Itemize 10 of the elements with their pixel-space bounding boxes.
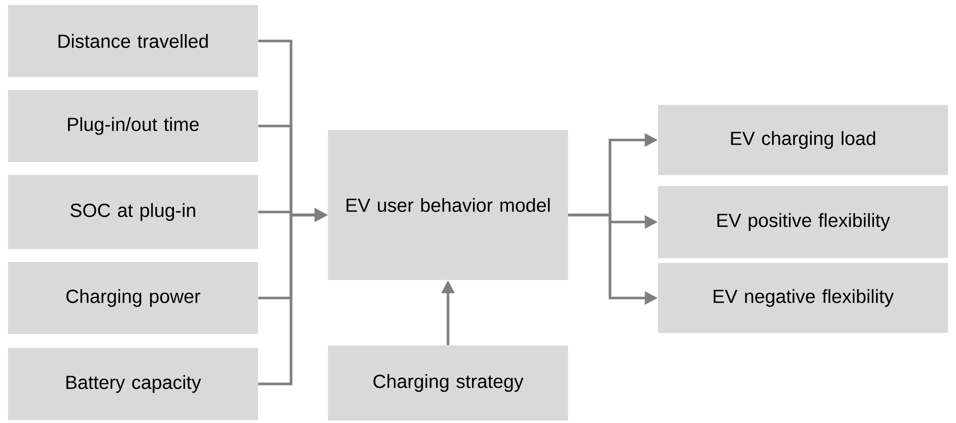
input-box: Plug-in/out time (8, 90, 258, 162)
input-box: Distance travelled (8, 5, 258, 77)
input-box: SOC at plug-in (8, 175, 258, 249)
output-box: EV charging load (658, 105, 948, 175)
strategy-box: Charging strategy (328, 345, 568, 420)
input-box: Battery capacity (8, 348, 258, 420)
model-box: EV user behavior model (328, 130, 568, 280)
output-box: EV positive flexibility (658, 186, 948, 258)
output-box: EV negative flexibility (658, 263, 948, 333)
input-box: Charging power (8, 262, 258, 334)
